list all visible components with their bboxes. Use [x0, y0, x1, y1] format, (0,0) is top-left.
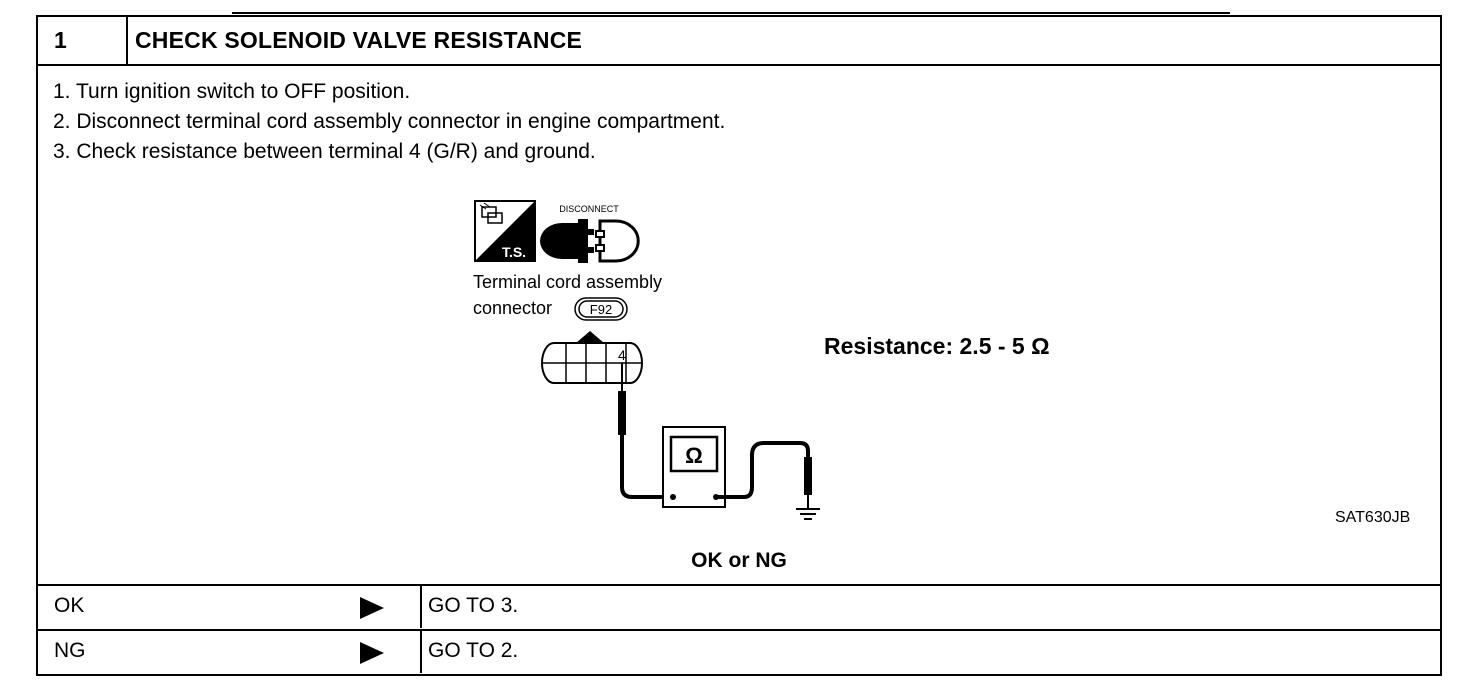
judgement-label: OK or NG	[691, 549, 787, 572]
disconnect-icon: DISCONNECT	[540, 204, 640, 263]
ohm-symbol: Ω	[685, 443, 703, 468]
ground-probe	[716, 441, 812, 509]
positive-probe	[618, 363, 664, 499]
procedure-step-3: 3. Check resistance between terminal 4 (…	[53, 140, 596, 163]
step-title: CHECK SOLENOID VALVE RESISTANCE	[135, 27, 583, 53]
measurement-diagram: T.S. DISCONNECT Terminal cord assembly c…	[473, 200, 820, 520]
arrow-right-icon	[360, 597, 384, 619]
result-label: NG	[54, 639, 86, 662]
ts-icon: T.S.	[474, 200, 536, 262]
connector-face: 4	[541, 331, 643, 384]
ts-icon-label: T.S.	[502, 244, 526, 260]
result-label: OK	[54, 594, 85, 617]
figure-code: SAT630JB	[1335, 509, 1411, 526]
connector-code: F92	[590, 302, 612, 317]
ground-icon	[796, 508, 820, 520]
inspection-table: 1 CHECK SOLENOID VALVE RESISTANCE 1. Tur…	[36, 15, 1442, 676]
arrow-right-icon	[360, 642, 384, 664]
procedure-step-2: 2. Disconnect terminal cord assembly con…	[53, 110, 726, 133]
resistance-spec: Resistance: 2.5 - 5 Ω	[824, 333, 1050, 359]
procedure-step-1: 1. Turn ignition switch to OFF position.	[53, 80, 411, 103]
disconnect-label: DISCONNECT	[559, 204, 619, 214]
procedure-steps: 1. Turn ignition switch to OFF position.…	[53, 77, 725, 167]
result-row-ok: OK GO TO 3.	[38, 584, 1440, 628]
connector-caption-line1: Terminal cord assembly	[473, 272, 662, 292]
result-divider	[420, 586, 422, 628]
step-number: 1	[54, 27, 67, 53]
result-action: GO TO 3.	[428, 594, 519, 617]
terminal-number: 4	[618, 347, 626, 363]
connector-caption-line2: connector	[473, 298, 552, 318]
result-row-ng: NG GO TO 2.	[38, 629, 1440, 673]
result-divider	[420, 631, 422, 673]
top-rule	[232, 12, 1230, 14]
ohmmeter: Ω	[662, 426, 726, 508]
header-divider	[126, 17, 128, 64]
connector-code-badge: F92	[574, 297, 628, 321]
step-header: 1 CHECK SOLENOID VALVE RESISTANCE	[38, 17, 1440, 66]
result-action: GO TO 2.	[428, 639, 519, 662]
